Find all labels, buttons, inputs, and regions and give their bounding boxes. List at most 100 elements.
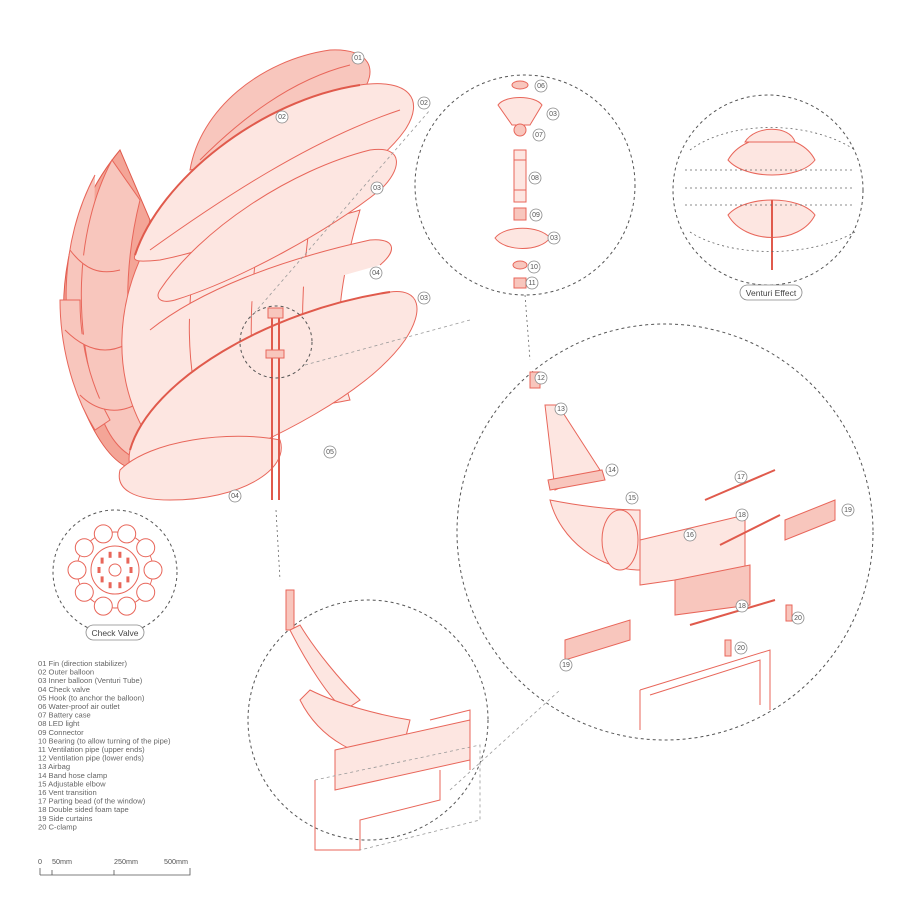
part-tag: 01 [351, 51, 365, 65]
scale-label-250: 250mm [114, 857, 138, 866]
part-tag: 07 [532, 128, 546, 142]
window-mount-detail-circle [456, 323, 874, 741]
venturi-diagram [685, 127, 856, 270]
balloon-assembly [59, 49, 418, 501]
part-tag: 09 [529, 208, 543, 222]
legend-item: 16 Vent transition [38, 788, 97, 797]
check-valve-label-pill [85, 624, 145, 641]
pipe-connector-detail [494, 80, 551, 289]
legend-item: 03 Inner balloon (Venturi Tube) [38, 676, 143, 685]
legend-item: 02 Outer balloon [38, 668, 94, 677]
legend-item: 17 Parting bead (of the window) [38, 797, 146, 806]
part-tag: 05 [323, 445, 337, 459]
valve-inner-flap [100, 576, 104, 583]
part-tag: 06 [534, 79, 548, 93]
legend-item: 12 Ventilation pipe (lower ends) [38, 754, 144, 763]
svg-text:03: 03 [420, 295, 428, 302]
svg-text:03: 03 [373, 185, 381, 192]
valve-petal [117, 596, 137, 616]
svg-text:18: 18 [738, 603, 746, 610]
svg-text:02: 02 [278, 114, 286, 121]
svg-text:19: 19 [562, 662, 570, 669]
scale-label-500: 500mm [164, 857, 188, 866]
check-valve-label: Check Valve [91, 628, 138, 638]
legend-item: 09 Connector [38, 728, 84, 737]
svg-text:04: 04 [231, 493, 239, 500]
svg-text:03: 03 [550, 235, 558, 242]
venturi-label-pill [739, 284, 803, 301]
svg-text:09: 09 [532, 212, 540, 219]
svg-text:17: 17 [737, 474, 745, 481]
valve-petal [143, 560, 163, 580]
bottom-detail-circle [247, 599, 489, 841]
legend-item: 05 Hook (to anchor the balloon) [38, 693, 145, 702]
part-tag: 20 [791, 611, 805, 625]
valve-petal [67, 560, 87, 580]
check-valve-diagram [67, 524, 163, 616]
valve-inner-flap [108, 551, 112, 558]
legend: 01 Fin (direction stabilizer)02 Outer ba… [38, 659, 171, 831]
svg-text:13: 13 [557, 406, 565, 413]
valve-inner-flap [118, 551, 122, 558]
legend-item: 19 Side curtains [38, 814, 93, 823]
svg-text:10: 10 [530, 264, 538, 271]
svg-text:20: 20 [737, 645, 745, 652]
svg-text:11: 11 [528, 280, 535, 287]
part-tag: 03 [547, 231, 561, 245]
svg-text:07: 07 [535, 132, 543, 139]
part-tag: 16 [683, 528, 697, 542]
svg-text:02: 02 [420, 100, 428, 107]
part-tag: 19 [841, 503, 855, 517]
venturi-detail-circle [672, 94, 864, 286]
part-tag: 11 [525, 276, 539, 290]
valve-petal [117, 524, 137, 544]
legend-item: 04 Check valve [38, 685, 90, 694]
bottom-window-assembly [285, 589, 481, 851]
legend-item: 15 Adjustable elbow [38, 779, 106, 788]
callout-circle [239, 305, 313, 379]
legend-item: 07 Battery case [38, 711, 91, 720]
part-tag: 04 [228, 489, 242, 503]
part-tag: 10 [527, 260, 541, 274]
svg-text:05: 05 [326, 449, 334, 456]
window-mount-assembly [529, 371, 836, 730]
valve-inner-flap [129, 567, 133, 573]
legend-item: 11 Ventilation pipe (upper ends) [38, 745, 145, 754]
valve-petal [136, 538, 156, 558]
part-tag: 03 [546, 107, 560, 121]
legend-item: 08 LED light [38, 719, 80, 728]
legend-item: 20 C-clamp [38, 822, 77, 831]
svg-text:01: 01 [354, 55, 362, 62]
legend-item: 06 Water-proof air outlet [38, 702, 120, 711]
part-tag: 02 [417, 96, 431, 110]
venturi-label: Venturi Effect [746, 288, 797, 298]
valve-petal [136, 582, 156, 602]
svg-text:06: 06 [537, 83, 545, 90]
svg-text:12: 12 [537, 375, 545, 382]
valve-inner-flap [126, 557, 130, 564]
svg-text:20: 20 [794, 615, 802, 622]
legend-item: 10 Bearing (to allow turning of the pipe… [38, 736, 171, 745]
legend-item: 13 Airbag [38, 762, 70, 771]
part-tag: 18 [735, 599, 749, 613]
svg-text:14: 14 [608, 467, 616, 474]
part-tag: 04 [369, 266, 383, 280]
part-tag: 14 [605, 463, 619, 477]
part-tag: 08 [528, 171, 542, 185]
svg-text:16: 16 [686, 532, 694, 539]
scale-bar: 0 50mm 250mm 500mm [38, 857, 191, 876]
scale-label-50: 50mm [52, 857, 72, 866]
part-tag: 03 [417, 291, 431, 305]
part-tag: 13 [554, 402, 568, 416]
svg-text:15: 15 [628, 495, 636, 502]
valve-petal [93, 524, 113, 544]
part-tag: 19 [559, 658, 573, 672]
valve-inner-flap [100, 557, 104, 564]
valve-inner-flap [118, 582, 122, 589]
scale-label-0: 0 [38, 857, 42, 866]
svg-text:03: 03 [549, 111, 557, 118]
part-tag: 18 [735, 508, 749, 522]
svg-text:08: 08 [531, 175, 539, 182]
part-tag: 15 [625, 491, 639, 505]
